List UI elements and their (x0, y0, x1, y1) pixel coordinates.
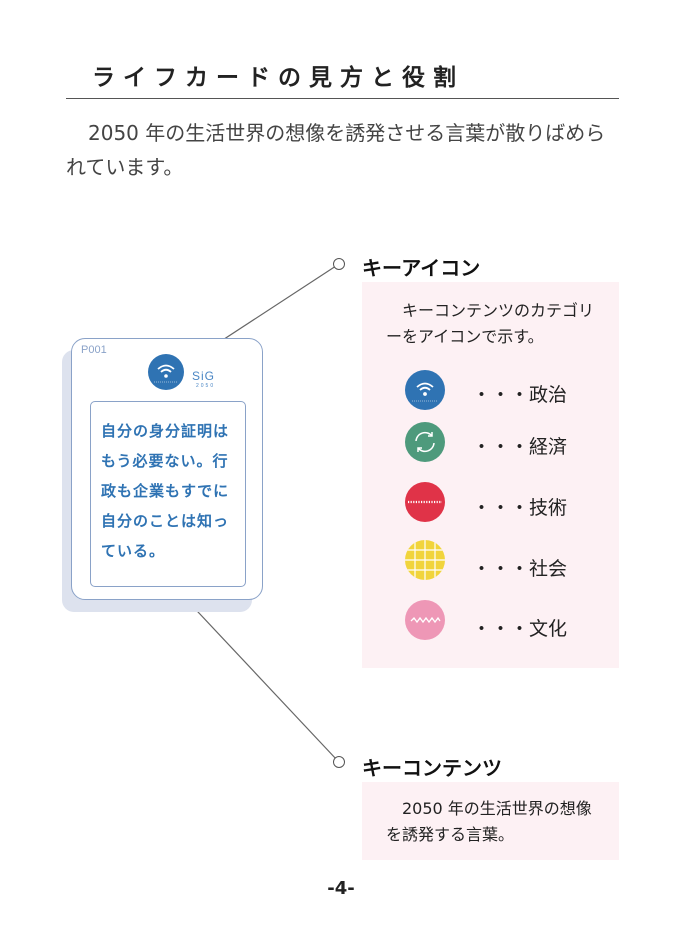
page-number: -4- (327, 878, 355, 899)
key-contents-heading: キーコンテンツ (362, 756, 502, 780)
cycle-arrows-icon (405, 422, 445, 462)
key-contents-panel: 2050 年の生活世界の想像を誘発する言葉。 (362, 782, 619, 860)
key-icon-panel: キーコンテンツのカテゴリーをアイコンで示す。 ・・・政治 ・・・経済 ・・・技術 (362, 282, 619, 668)
callout-ring (333, 756, 345, 768)
category-label-politics: ・・・政治 (472, 384, 568, 406)
sig-logo: SiG (192, 369, 216, 383)
category-label-economy: ・・・経済 (472, 436, 568, 458)
page-title: ライフカードの見方と役割 (92, 65, 464, 91)
card-text: 自分の身分証明はもう必要ない。行政も企業もすでに自分のことは知っている。 (101, 422, 230, 560)
wifi-icon (148, 354, 184, 390)
grid-icon (405, 540, 445, 580)
key-icon-heading: キーアイコン (362, 256, 481, 280)
category-label-technology: ・・・技術 (472, 497, 568, 519)
card-content-box: 自分の身分証明はもう必要ない。行政も企業もすでに自分のことは知っている。 (90, 401, 246, 587)
key-contents-description: 2050 年の生活世界の想像を誘発する言葉。 (386, 799, 592, 844)
title-divider (66, 98, 619, 99)
card-id: P001 (81, 344, 107, 356)
key-icon-description: キーコンテンツのカテゴリーをアイコンで示す。 (386, 301, 595, 346)
binary-band-icon (405, 482, 445, 522)
wifi-icon (405, 370, 445, 410)
zigzag-wave-icon (405, 600, 445, 640)
sig-logo-sub: 2050 (196, 383, 216, 389)
intro-paragraph: 2050 年の生活世界の想像を誘発させる言葉が散りばめられています。 (66, 121, 606, 179)
category-label-culture: ・・・文化 (472, 618, 568, 640)
callout-ring (333, 258, 345, 270)
category-label-society: ・・・社会 (472, 558, 568, 580)
life-card: P001 SiG 2050 自分の身分証明はもう必要ない。行政も企業もすでに自分… (71, 338, 263, 600)
